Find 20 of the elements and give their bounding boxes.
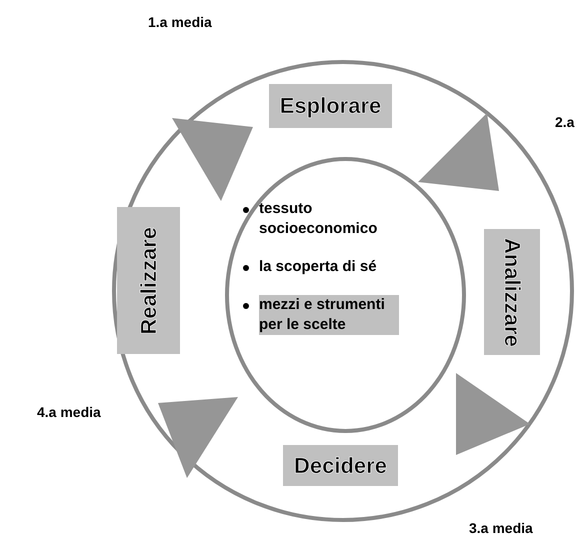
bullet-text: la scoperta di sé: [259, 257, 378, 277]
stage-box: [283, 445, 398, 486]
stage-label: Esplorare: [280, 95, 382, 117]
grade-label: 2.a: [555, 113, 574, 132]
arrowhead-triangle: [158, 397, 238, 478]
stage-label: Realizzare: [138, 226, 160, 334]
grade-label: 1.a media: [148, 13, 212, 32]
stage-label: Decidere: [294, 454, 387, 476]
stage-box: [484, 229, 540, 355]
outer-ring: [112, 60, 574, 522]
grade-label: 4.a media: [37, 403, 101, 422]
bullet-text: mezzi e strumenti per le scelte: [259, 295, 399, 335]
arrowhead-triangle: [456, 373, 530, 455]
grade-label: 3.a media: [469, 519, 533, 535]
stage-box: [117, 207, 180, 354]
bullet-text: tessuto socioeconomico: [259, 199, 378, 239]
stage-box: [269, 84, 392, 128]
stage-label: Analizzare: [501, 238, 523, 346]
arrowhead-triangle: [172, 118, 253, 201]
arrowhead-triangle: [418, 113, 499, 191]
